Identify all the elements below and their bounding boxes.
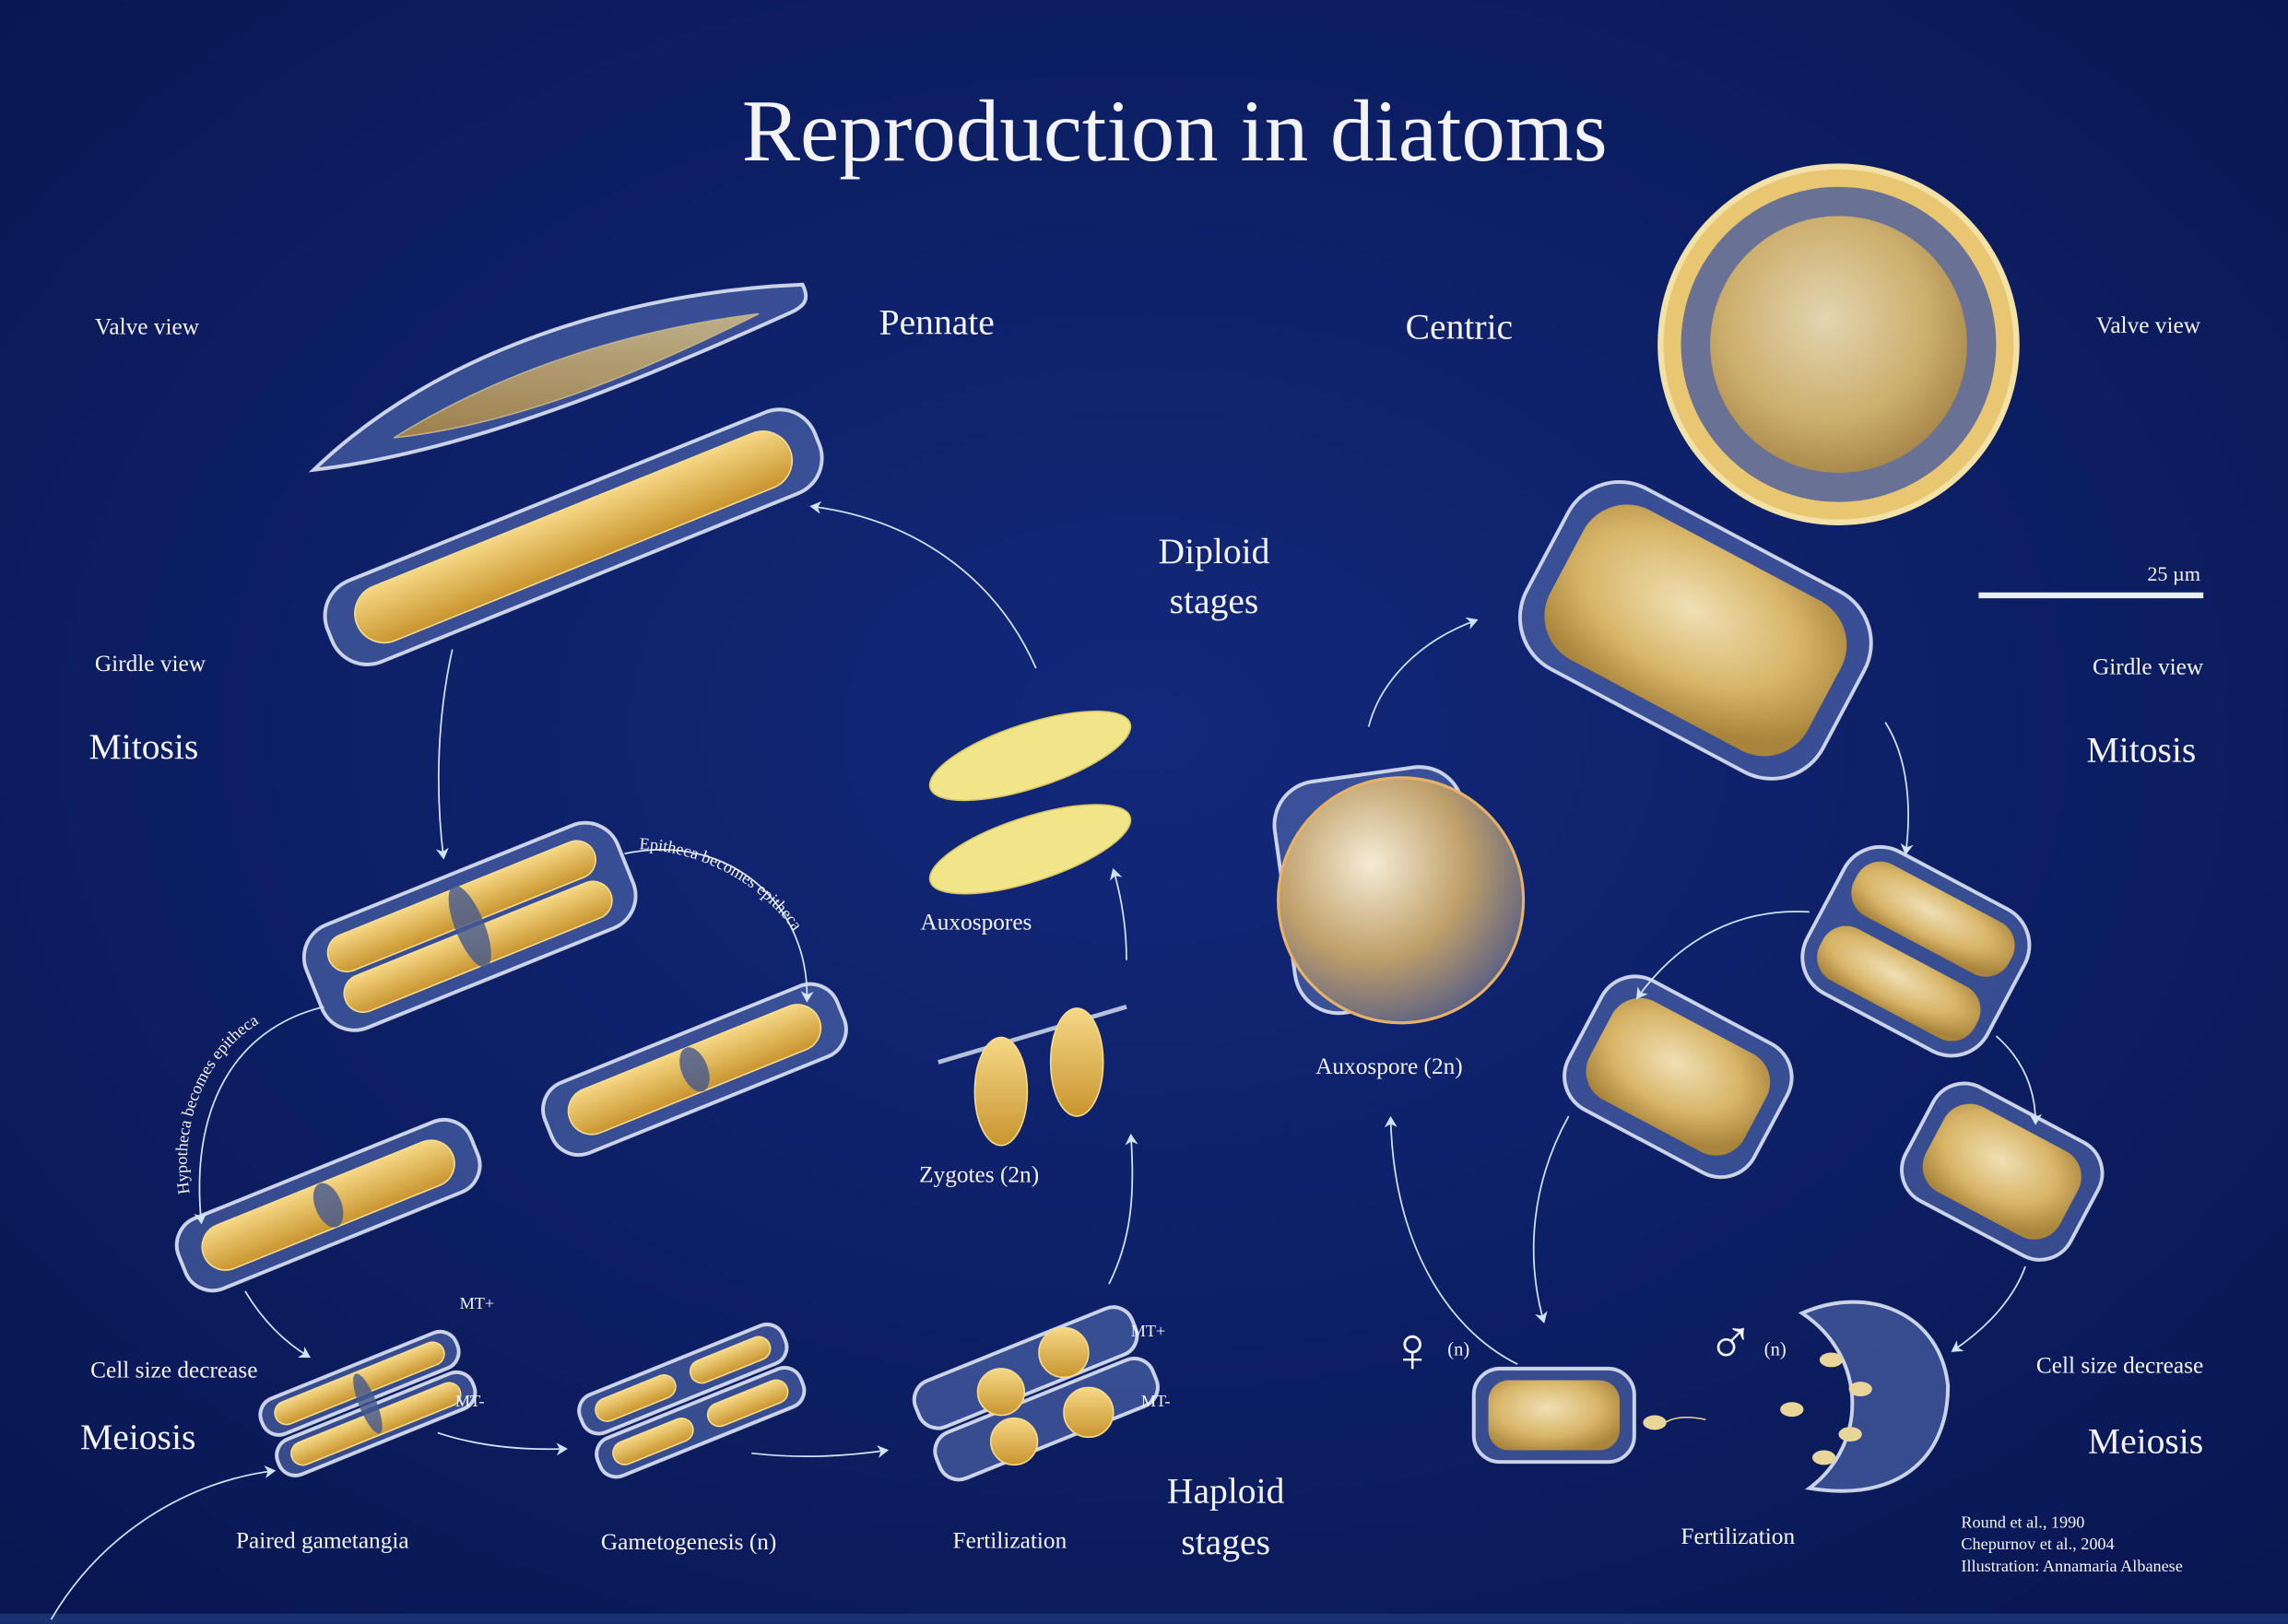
male-symbol-icon: ♂ [1706, 1308, 1754, 1379]
haploid-stages-line1: Haploid [1167, 1471, 1285, 1512]
fertilization-mt-plus-label: MT+ [1131, 1322, 1166, 1340]
haploid-stages-line2: stages [1181, 1522, 1270, 1562]
diploid-stages-line1: Diploid [1159, 531, 1270, 571]
centric-daughter-cell-left [1563, 974, 1794, 1180]
centric-dividing-cell [1800, 844, 2032, 1058]
page-title: Reproduction in diatoms [742, 82, 1608, 180]
female-haploid-label: (n) [1447, 1340, 1469, 1360]
centric-cell-size-decrease-label: Cell size decrease [2036, 1353, 2203, 1379]
credit-reference-2: Chepurnov et al., 2004 [1961, 1535, 2114, 1553]
centric-valve-view-cell [1657, 163, 2020, 525]
mt-plus-label: MT+ [460, 1294, 495, 1312]
gametes [976, 1326, 1115, 1466]
scale-bar-label: 25 µm [2147, 562, 2200, 585]
centric-heading: Centric [1406, 306, 1513, 347]
centric-meiosis-label: Meiosis [2088, 1421, 2203, 1462]
pennate-heading: Pennate [879, 302, 995, 343]
pennate-valve-view-label: Valve view [95, 314, 200, 340]
female-symbol-icon: ♀ [1388, 1315, 1436, 1386]
dividing-cell [301, 820, 638, 1032]
pennate-girdle-view-label: Girdle view [95, 651, 206, 677]
auxospores [928, 710, 1132, 895]
centric-auxospore-label: Auxospore (2n) [1315, 1053, 1463, 1079]
zygotes [938, 1005, 1127, 1147]
daughter-cell-epitheca [541, 982, 848, 1158]
centric-girdle-view-label: Girdle view [2093, 653, 2204, 679]
pennate-fertilization-label: Fertilization [953, 1528, 1067, 1554]
centric-fertilization-label: Fertilization [1681, 1524, 1795, 1549]
paired-gametangia-cells [258, 1329, 478, 1477]
centric-girdle-view-cell [1517, 479, 1873, 781]
fertilization-mt-minus-label: MT- [1141, 1392, 1171, 1410]
credit-reference-1: Round et al., 1990 [1961, 1512, 2084, 1531]
diploid-stages-line2: stages [1170, 581, 1259, 621]
centric-mitosis-label: Mitosis [2087, 729, 2197, 770]
gametogenesis-cells [577, 1322, 807, 1479]
auxospores-label: Auxospores [920, 909, 1032, 935]
paired-gametangia-label: Paired gametangia [236, 1528, 409, 1554]
pennate-meiosis-label: Meiosis [80, 1417, 195, 1457]
cycle-arrows [50, 500, 2043, 1620]
pennate-girdle-view-cell [323, 407, 824, 666]
scale-bar [1978, 592, 2204, 599]
male-haploid-label: (n) [1764, 1340, 1787, 1360]
centric-egg-cell [1471, 1366, 1706, 1465]
centric-spermatogonium [1780, 1300, 1951, 1493]
bottom-border [0, 1613, 2288, 1624]
daughter-cell-hypotheca [174, 1117, 482, 1293]
centric-valve-view-label: Valve view [2096, 312, 2201, 338]
pennate-cell-size-decrease-label: Cell size decrease [90, 1357, 257, 1383]
credit-illustrator: Illustration: Annamaria Albanese [1961, 1557, 2182, 1575]
pennate-valve-view-cell [308, 282, 808, 473]
mt-minus-label: MT- [455, 1392, 485, 1410]
gametogenesis-label: Gametogenesis (n) [601, 1529, 777, 1555]
centric-auxospore [1272, 765, 1526, 1025]
zygotes-label: Zygotes (2n) [919, 1161, 1039, 1187]
pennate-mitosis-label: Mitosis [89, 726, 199, 767]
